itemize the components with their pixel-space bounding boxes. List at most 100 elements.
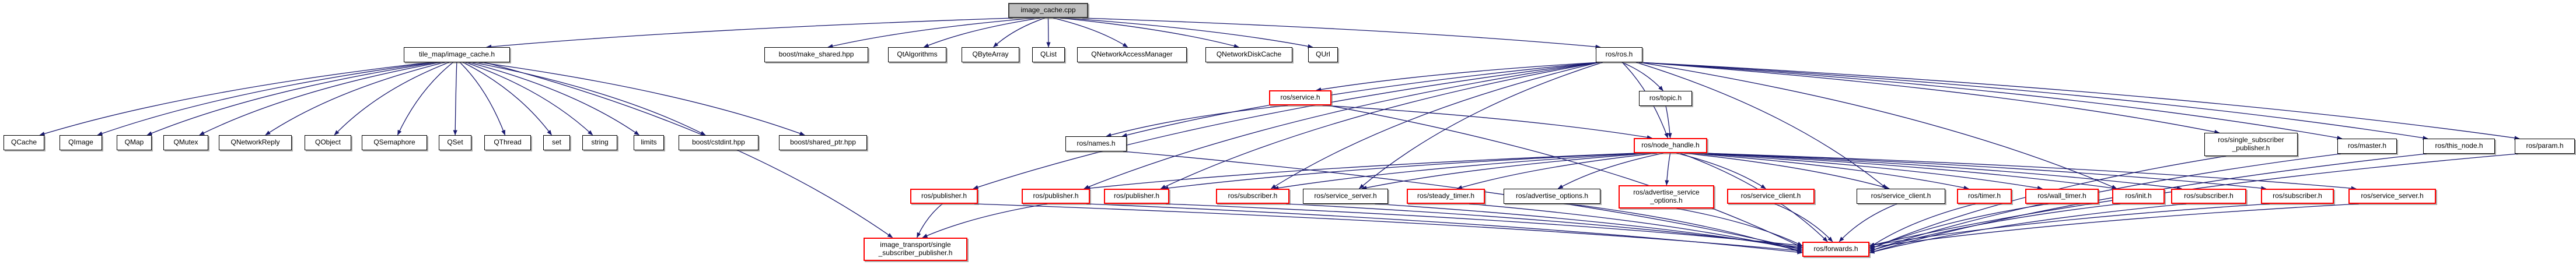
edge-tile-to-qset [453, 62, 457, 136]
graph-node-sub2[interactable]: ros/subscriber.h [2171, 189, 2246, 204]
graph-node-qthread[interactable]: QThread [484, 135, 531, 150]
edge-tile-to-limits [468, 62, 639, 136]
edge-nh-to-sub3 [1703, 153, 2267, 190]
edge-sc1-to-fwd [1774, 203, 1833, 242]
edge-ros-to-ssp [1638, 62, 2220, 134]
edge-root-to-mksh [827, 17, 1034, 48]
edge-tile-to-qthread [459, 62, 506, 136]
graph-node-param[interactable]: ros/param.h [2515, 139, 2575, 154]
graph-node-steady[interactable]: ros/steady_timer.h [1407, 189, 1485, 204]
edge-root-to-tile [486, 17, 1013, 49]
edge-ros-to-sc2 [1635, 62, 1888, 189]
graph-node-advsvc[interactable]: ros/advertise_service _options.h [1619, 185, 1714, 209]
graph-node-qtalg[interactable]: QtAlgorithms [888, 47, 946, 62]
edge-tile-to-set [463, 62, 553, 136]
graph-node-set[interactable]: set [543, 135, 570, 150]
graph-node-qobject[interactable]: QObject [305, 135, 351, 150]
graph-node-sc1[interactable]: ros/service_client.h [1727, 189, 1815, 204]
graph-node-qndc[interactable]: QNetworkDiskCache [1205, 47, 1292, 62]
graph-node-init[interactable]: ros/init.h [2112, 189, 2165, 204]
edge-sc2-to-fwd [1838, 203, 1897, 242]
edge-nh-to-advsvc [1665, 153, 1671, 186]
edge-topic-to-nh [1665, 105, 1672, 139]
edge-nh-to-sc2 [1684, 153, 1890, 190]
graph-node-cstdint[interactable]: boost/cstdint.hpp [679, 135, 759, 150]
edge-root-to-qnam [1053, 17, 1128, 48]
graph-node-timer[interactable]: ros/timer.h [1957, 189, 2012, 204]
graph-node-pub3[interactable]: ros/publisher.h [1104, 189, 1169, 204]
edge-ros-to-master [1638, 62, 2343, 140]
edge-root-to-qurl [1064, 17, 1313, 48]
edge-tile-to-sharedptr [478, 62, 805, 136]
edge-ros-to-init [1638, 62, 2117, 189]
edge-tile-to-qmutex [199, 62, 441, 136]
graph-node-qlist[interactable]: QList [1032, 47, 1065, 62]
graph-node-names[interactable]: ros/names.h [1065, 136, 1127, 151]
edge-pub1-to-fwd [974, 203, 1803, 253]
edge-advopt-to-fwd [1569, 203, 1803, 253]
edge-tile-to-string [465, 62, 593, 136]
graph-node-qmutex[interactable]: QMutex [163, 135, 208, 150]
graph-node-sharedptr[interactable]: boost/shared_ptr.hpp [779, 135, 867, 150]
graph-node-qmap[interactable]: QMap [117, 135, 152, 150]
graph-node-topic[interactable]: ros/topic.h [1639, 91, 1692, 106]
graph-node-service[interactable]: ros/service.h [1269, 90, 1331, 105]
edge-tile-to-qsem [397, 62, 454, 136]
graph-node-ssp[interactable]: ros/single_subscriber _publisher.h [2204, 133, 2298, 156]
edge-service-to-fwd [1327, 105, 1803, 248]
edge-ros-to-service [1316, 62, 1600, 92]
edge-nh-to-ss2 [1703, 153, 2357, 190]
graph-node-pub1[interactable]: ros/publisher.h [910, 189, 978, 204]
graph-node-mksh[interactable]: boost/make_shared.hpp [764, 47, 868, 62]
edge-ss1-to-fwd [1375, 203, 1803, 251]
edge-timer-to-fwd [1869, 203, 1976, 248]
edge-nh-to-sub2 [1703, 153, 2182, 190]
edge-root-to-ros [1082, 17, 1601, 49]
edge-root-to-qba [993, 17, 1045, 48]
graph-node-qset[interactable]: QSet [439, 135, 471, 150]
edge-sub3-to-fwd [1869, 203, 2270, 248]
edge-ros-to-param [1638, 62, 2520, 140]
edge-ros-to-thisnode [1638, 62, 2428, 140]
graph-node-thisnode[interactable]: ros/this_node.h [2423, 139, 2495, 154]
graph-node-wall[interactable]: ros/wall_timer.h [2025, 189, 2099, 204]
graph-node-advopt[interactable]: ros/advertise_options.h [1504, 189, 1600, 204]
graph-node-ss2[interactable]: ros/service_server.h [2348, 189, 2436, 204]
edge-sub1-to-fwd [1285, 203, 1803, 249]
graph-node-qsem[interactable]: QSemaphore [362, 135, 427, 150]
graph-node-qnreply[interactable]: QNetworkReply [219, 135, 292, 150]
graph-node-ros[interactable]: ros/ros.h [1596, 47, 1642, 62]
edge-tile-to-qimage [97, 62, 435, 136]
graph-node-fwd[interactable]: ros/forwards.h [1802, 242, 1869, 257]
graph-node-sub3[interactable]: ros/subscriber.h [2261, 189, 2334, 204]
graph-node-sub1[interactable]: ros/subscriber.h [1216, 189, 1289, 204]
graph-node-limits[interactable]: limits [634, 135, 664, 150]
edge-tile-to-qobject [334, 62, 449, 136]
edge-nh-to-steady [1456, 153, 1657, 190]
edge-ros-to-names [1121, 62, 1600, 137]
graph-node-qimage[interactable]: QImage [60, 135, 102, 150]
graph-node-root[interactable]: image_cache.cpp [1008, 3, 1088, 18]
edge-nh-to-pub2 [1085, 153, 1638, 190]
graph-node-sc2[interactable]: ros/service_client.h [1857, 189, 1945, 204]
graph-node-qnam[interactable]: QNetworkAccessManager [1077, 47, 1187, 62]
edge-service-to-nh [1322, 105, 1652, 140]
graph-node-qcache[interactable]: QCache [4, 135, 44, 150]
edge-root-to-qlist [1046, 17, 1051, 48]
edge-pub1-to-itssp [916, 203, 943, 238]
graph-node-pub2[interactable]: ros/publisher.h [1022, 189, 1090, 204]
graph-node-ss1[interactable]: ros/service_server.h [1303, 189, 1388, 204]
edge-ros-to-pub2 [1083, 62, 1600, 189]
graph-node-nh[interactable]: ros/node_handle.h [1634, 138, 1707, 153]
graph-node-qba[interactable]: QByteArray [962, 47, 1019, 62]
graph-node-qurl[interactable]: QUrl [1308, 47, 1338, 62]
edge-ss2-to-fwd [1869, 203, 2359, 249]
graph-node-master[interactable]: ros/master.h [2337, 139, 2397, 154]
graph-node-itssp[interactable]: image_transport/single _subscriber_publi… [864, 238, 967, 261]
graph-node-string[interactable]: string [582, 135, 617, 150]
edge-nh-to-init [1698, 153, 2117, 190]
edge-tile-to-qnreply [265, 62, 445, 136]
graph-node-tile[interactable]: tile_map/image_cache.h [404, 47, 510, 62]
edge-root-to-qndc [1060, 17, 1239, 48]
